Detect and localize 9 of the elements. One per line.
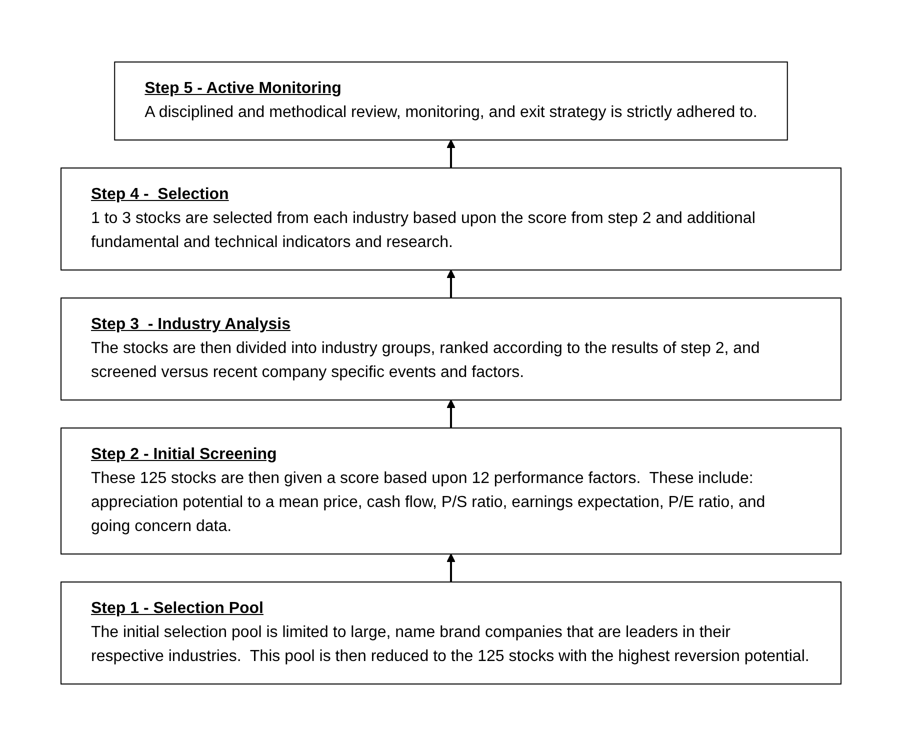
- node-box: Step 3 - Industry Analysis The stocks are then divided into industry groups, ranked according to the results of step 2, and screened versus recent company specific events and factors.: [60, 297, 841, 400]
- node-box: Step 2 - Initial Screening These 125 stocks are then given a score based upon 12 performance factors. These include: appreciation potential to a mean price, cash flow, P/S ratio, earnings expectation, P/E ratio, and going concern data.: [60, 427, 841, 554]
- node-box: Step 4 - Selection 1 to 3 stocks are selected from each industry based upon the score from step 2 and additional fundamental and technical indicators and research.: [60, 167, 841, 270]
- arrow: [446, 553, 455, 582]
- node-box: Step 1 - Selection Pool The initial selection pool is limited to large, name brand companies that are leaders in their respective industries. This pool is then reduced to the 125 stocks with the highest reversion potential.: [60, 581, 841, 684]
- arrow: [446, 399, 455, 428]
- arrow: [446, 269, 455, 298]
- node-box: Step 5 - Active Monitoring A disciplined and methodical review, monitoring, and exit strategy is strictly adhered to.: [114, 61, 788, 140]
- arrow: [446, 139, 455, 168]
